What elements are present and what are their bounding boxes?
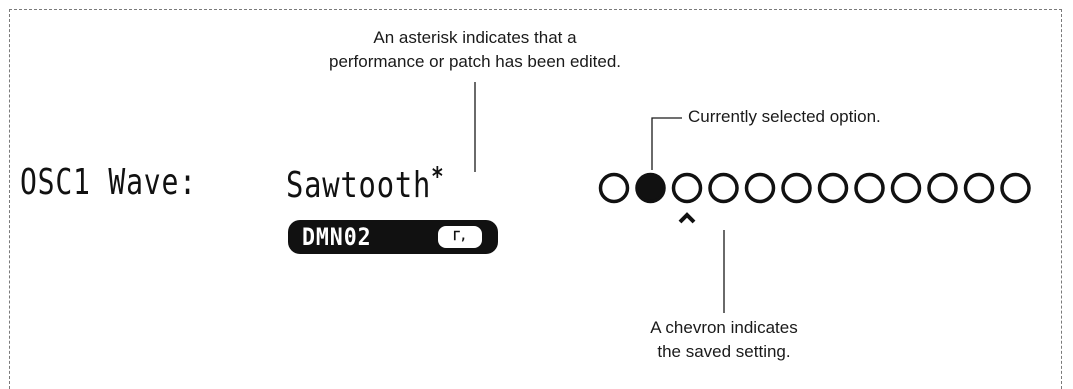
patch-glyph-icon: ᒥ, — [453, 229, 467, 243]
patch-badge: DMN02 ᒥ, — [288, 220, 498, 254]
option-dot — [671, 172, 703, 204]
chevron-callout-line2: the saved setting. — [657, 342, 791, 361]
asterisk-callout-line2: performance or patch has been edited. — [328, 52, 622, 71]
option-dot — [817, 172, 849, 204]
patch-name: DMN02 — [302, 223, 372, 251]
option-dot — [708, 172, 739, 204]
saved-chevron-icon — [678, 212, 696, 224]
diagram-frame — [9, 9, 1062, 389]
option-dot — [963, 172, 995, 204]
selected-callout: Currently selected option. — [688, 105, 881, 129]
chevron-callout-line1: A chevron indicates — [650, 318, 798, 337]
option-dot — [781, 172, 812, 204]
leader-lines — [474, 82, 725, 313]
chevron-callout: A chevron indicates the saved setting. — [614, 316, 834, 364]
option-dot — [744, 172, 776, 204]
parameter-value-group: Sawtooth* — [286, 162, 444, 206]
option-dot — [598, 172, 630, 204]
asterisk-callout-line1: An asterisk indicates that a — [373, 28, 577, 47]
asterisk-callout: An asterisk indicates that a performance… — [300, 26, 650, 74]
selected-callout-text: Currently selected option. — [688, 107, 881, 126]
edited-asterisk: * — [431, 162, 445, 192]
option-dot — [1000, 172, 1031, 204]
selected-leader-line — [651, 117, 682, 170]
parameter-value: Sawtooth — [286, 165, 432, 206]
parameter-label: OSC1 Wave: — [20, 162, 197, 203]
option-dot-selected — [635, 172, 666, 204]
option-dot — [854, 172, 885, 204]
option-dot — [927, 172, 958, 204]
option-selector — [598, 172, 1031, 204]
option-dot — [890, 172, 922, 204]
patch-chip: ᒥ, — [438, 226, 482, 248]
